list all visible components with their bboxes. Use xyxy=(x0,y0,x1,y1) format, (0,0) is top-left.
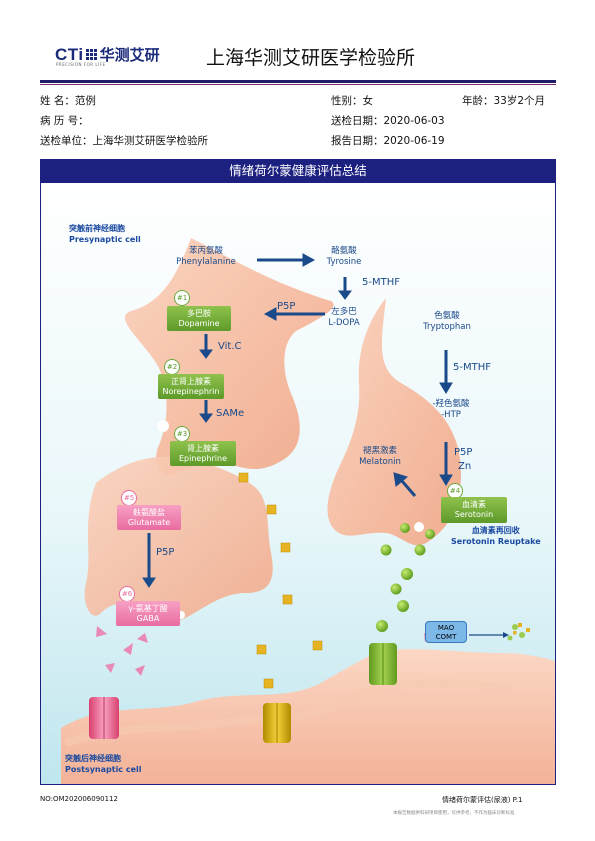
logo-chinese-name: 华测艾研 xyxy=(99,46,160,64)
same-cofactor: SAMe xyxy=(216,408,245,419)
company-logo: CTi 华测艾研 xyxy=(55,44,160,65)
zn-cofactor: Zn xyxy=(458,461,472,472)
page-label: 情绪荷尔蒙评估(尿液) P.1 xyxy=(442,796,523,804)
logo-text: CTi xyxy=(55,44,84,64)
patient-record-number: 病 历 号： xyxy=(40,115,89,127)
sending-unit: 送检单位：上海华测艾研医学检验所 xyxy=(40,135,208,147)
5htp-label: -羟色氨酸-HTP xyxy=(432,399,470,420)
report-date: 报告日期：2020-06-19 xyxy=(331,135,445,147)
sent-date: 送检日期：2020-06-03 xyxy=(331,115,445,127)
section-banner: 情绪荷尔蒙健康评估总结 xyxy=(40,159,556,183)
p5p-cofactor-1: P5P xyxy=(277,301,296,312)
mthf-cofactor-1: 5-MTHF xyxy=(362,277,400,288)
vitc-cofactor: Vit.C xyxy=(218,341,242,352)
marker-1: #1 xyxy=(174,290,190,306)
page-title: 上海华测艾研医学检验所 xyxy=(206,47,416,69)
patient-name: 姓 名：范例 xyxy=(40,95,96,107)
p5p-cofactor-2: P5P xyxy=(454,447,473,458)
patient-age: 年龄：33岁2个月 xyxy=(462,95,546,107)
p5p-cofactor-3: P5P xyxy=(156,547,175,558)
mthf-cofactor-2: 5-MTHF xyxy=(453,362,491,373)
report-number: NO:OM202006090112 xyxy=(40,795,118,803)
header-rule xyxy=(40,80,556,83)
header-rule-thin xyxy=(40,84,556,85)
disclaimer-note: 本报告数据供科研项目使用，仅供参考，不作为临床诊断标准 xyxy=(393,811,515,816)
patient-gender: 性别：女 xyxy=(331,95,373,107)
marker-5: #5 xyxy=(121,490,137,506)
diagram-illustration xyxy=(41,183,555,784)
marker-3: #3 xyxy=(174,426,190,442)
marker-2: #2 xyxy=(164,359,180,375)
marker-6: #6 xyxy=(119,586,135,602)
logo-grid-icon xyxy=(85,49,97,60)
logo-subtitle: PRECISION FOR LIFE xyxy=(56,62,106,67)
